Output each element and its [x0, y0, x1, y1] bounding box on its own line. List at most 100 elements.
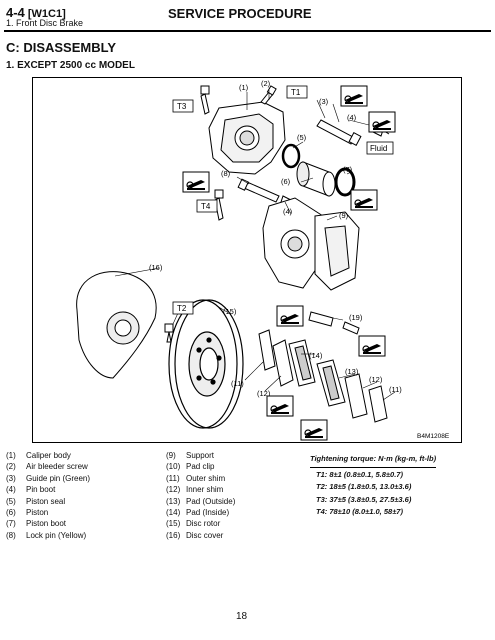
figure-id: B4M1208E [417, 433, 450, 440]
list-item: (8) Lock pin (Yellow) [6, 530, 90, 541]
part-number: (11) [166, 473, 180, 483]
part-name: Lock pin (Yellow) [26, 530, 87, 540]
section-number: 4-4 [6, 5, 25, 20]
inner-shim-right [344, 373, 368, 419]
part-number: (2) [6, 462, 16, 472]
section-title: C: DISASSEMBLY [6, 40, 117, 55]
pad-inside [288, 339, 316, 387]
cover-bolt [164, 323, 174, 343]
parts-list-left: (1)Caliper body (2)Air bleeder screw (3)… [6, 450, 90, 541]
caliper-support [314, 211, 360, 291]
part-number: (14) [166, 508, 181, 518]
list-item: (4) Pin boot [6, 484, 90, 495]
leader-lines [114, 90, 396, 401]
page-number: 18 [236, 611, 248, 622]
subsection-label: 1. Front Disc Brake [6, 18, 84, 28]
list-item: (7) Piston boot [6, 518, 90, 529]
pad-clip [308, 311, 360, 335]
part-name: Guide pin (Green) [26, 473, 91, 483]
part-number: (15) [166, 519, 181, 529]
part-name: Disc cover [186, 530, 224, 540]
list-item: (6) Piston [6, 507, 90, 518]
grease-gun-icon [340, 85, 368, 107]
part-number: (12) [166, 485, 181, 495]
part-name: Support [186, 451, 215, 460]
part-number: (5) [6, 496, 16, 506]
part-number: (9) [166, 451, 176, 460]
tightening-torque-box: Tightening torque: N·m (kg-m, ft-lb) T1:… [310, 453, 437, 519]
parts-list-right: (9) Support (10) Pad clip (11) Outer shim (… [166, 450, 235, 541]
list-item: (16) Disc cover [166, 530, 235, 541]
part-name: Disc rotor [186, 519, 221, 529]
part-name: Piston seal [26, 496, 66, 506]
part-name: Pad clip [186, 462, 215, 472]
callout-5: (5) [297, 133, 307, 142]
callout-11-right: (11) [389, 385, 402, 394]
torque-tag-t3: T3 [177, 102, 187, 111]
grease-gun-icon [276, 305, 304, 327]
list-item: (2)Air bleeder screw [6, 461, 90, 472]
piston [296, 161, 336, 197]
grease-gun-icon [300, 419, 328, 441]
torque-tag-t1: T1 [291, 88, 301, 97]
list-item: (5) Piston seal [6, 496, 90, 507]
part-number: (8) [6, 530, 16, 540]
callout-15: (15) [223, 307, 237, 316]
part-number: (6) [6, 508, 16, 518]
header-divider [4, 30, 491, 32]
torque-spec-t3: T3: 37±5 (3.8±0.5, 27.5±3.6) [316, 494, 412, 504]
caliper-body [208, 101, 286, 175]
callout-14: (14) [309, 351, 323, 360]
callout-11-left: (11) [231, 379, 244, 388]
part-number: (16) [166, 530, 181, 540]
torque-tags: T1 T2 T3 T4 Fluid [172, 85, 394, 315]
callout-12-left: (12) [257, 389, 271, 398]
callout-13: (13) [345, 367, 359, 376]
grease-gun-icon [350, 189, 378, 211]
torque-spec-t4: T4: 78±10 (8.0±1.0, 58±7) [316, 507, 403, 517]
disc-rotor [168, 299, 244, 429]
outer-shim-right [368, 385, 388, 423]
callout-1: (1) [239, 83, 249, 92]
part-name: Piston boot [26, 519, 67, 529]
part-number: (4) [6, 485, 16, 495]
callout-4-lower: (4) [283, 207, 293, 216]
part-number: (7) [6, 519, 16, 529]
callout-8: (8) [221, 169, 231, 178]
part-name: Outer shim [186, 473, 226, 483]
part-number: (3) [6, 473, 16, 483]
piston-seal [281, 143, 301, 169]
torque-tag-t2: T2 [177, 304, 187, 313]
brake-exploded-diagram: (1) (2) (3) (4) (5) (6) (7) (8) (9) (4) … [76, 79, 450, 441]
callout-10: (19) [349, 313, 363, 322]
torque-spec-t1: T1: 8±1 (0.8±0.1, 5.8±0.7) [316, 469, 403, 479]
list-item: (12) Inner shim [166, 484, 235, 495]
callout-4-upper: (4) [347, 113, 357, 122]
list-item: (10) Pad clip [166, 461, 235, 472]
list-item: (3) Guide pin (Green) [6, 473, 90, 484]
part-name: Pin boot [26, 485, 56, 495]
inner-shim-left [272, 339, 294, 387]
page-header-title: SERVICE PROCEDURE [168, 6, 312, 21]
fluid-label: Fluid [370, 144, 387, 153]
list-item: (15) Disc rotor [166, 518, 235, 529]
part-number: (10) [166, 462, 181, 472]
torque-title: Tightening torque: N·m (kg-m, ft-lb) [310, 453, 437, 468]
part-name: Piston [26, 508, 49, 518]
callout-16: (16) [149, 263, 163, 272]
grease-gun-icon [266, 395, 294, 417]
callout-2: (2) [261, 79, 271, 88]
exploded-view-figure: (1) (2) (3) (4) (5) (6) (7) (8) (9) (4) … [32, 77, 462, 443]
torque-spec-t2: T2: 18±5 (1.8±0.5, 13.0±3.6) [316, 482, 412, 492]
list-item: (11) Outer shim [166, 473, 235, 484]
part-name: Pad (Inside) [186, 508, 230, 518]
knuckle-hub [262, 197, 326, 289]
list-item: (14) Pad (Inside) [166, 507, 235, 518]
callout-labels: (1) (2) (3) (4) (5) (6) (7) (8) (9) (4) … [149, 79, 402, 398]
list-item: (1)Caliper body [6, 450, 90, 461]
part-number: (13) [166, 496, 181, 506]
part-name: Inner shim [186, 485, 224, 495]
part-name: Caliper body [26, 451, 71, 460]
outer-shim-left [258, 329, 276, 371]
part-name: Pad (Outside) [186, 496, 236, 506]
